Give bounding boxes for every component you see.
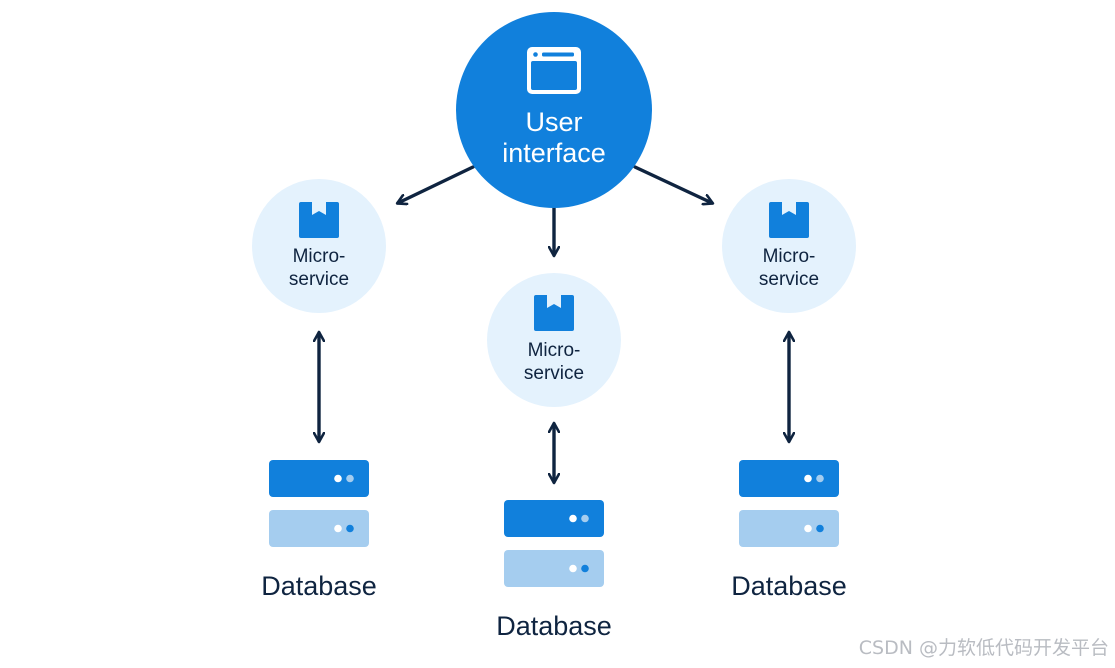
server-stack-icon xyxy=(739,460,839,547)
database-node-right: Database xyxy=(731,460,847,601)
database-label: Database xyxy=(496,611,612,641)
database-node-center: Database xyxy=(496,500,612,641)
microservice-label-line2: service xyxy=(524,363,584,384)
microservice-node-right: Micro- service xyxy=(722,179,856,313)
user-interface-label-line2: interface xyxy=(502,138,606,168)
database-label: Database xyxy=(261,571,377,601)
microservice-circle xyxy=(252,179,386,313)
microservice-label-line2: service xyxy=(759,269,819,290)
microservice-node-left: Micro- service xyxy=(252,179,386,313)
arrow-ui-to-right-microservice xyxy=(633,165,712,203)
user-interface-circle xyxy=(456,12,652,208)
connectors xyxy=(319,165,789,482)
microservice-label-line1: Micro- xyxy=(293,246,346,267)
database-node-left: Database xyxy=(261,460,377,601)
microservice-label-line1: Micro- xyxy=(763,246,816,267)
user-interface-node: User interface xyxy=(456,12,652,208)
database-label: Database xyxy=(731,571,847,601)
package-box-icon xyxy=(299,202,339,238)
microservice-label-line1: Micro- xyxy=(528,340,581,361)
microservice-node-center: Micro- service xyxy=(487,273,621,407)
microservice-label-line2: service xyxy=(289,269,349,290)
server-stack-icon xyxy=(269,460,369,547)
watermark: CSDN @力软低代码开发平台 xyxy=(858,637,1109,659)
server-stack-icon xyxy=(504,500,604,587)
package-box-icon xyxy=(534,295,574,331)
browser-window-icon xyxy=(527,47,581,94)
package-box-icon xyxy=(769,202,809,238)
microservice-circle xyxy=(487,273,621,407)
microservice-circle xyxy=(722,179,856,313)
arrow-ui-to-left-microservice xyxy=(398,165,475,203)
user-interface-label-line1: User xyxy=(525,107,582,137)
